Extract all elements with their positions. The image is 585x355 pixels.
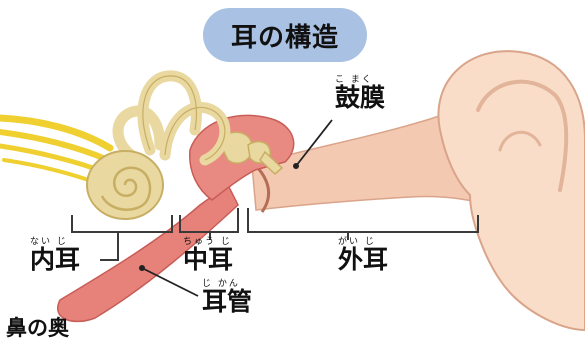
eustachian-tube-dot [139,265,145,271]
middle-ear-label: ちゅう じ 中耳 [183,238,233,272]
eustachian-tube-label: じ かん 耳管 [202,280,252,314]
cochlea-icon [87,151,163,219]
eardrum-label: こ まく 鼓膜 [335,76,385,110]
inner-ear-text: 内耳 [30,247,80,272]
back-of-nose-text: 鼻の奥 [6,318,69,339]
outer-ear-label: がい じ 外耳 [338,238,388,272]
eardrum-text: 鼓膜 [335,85,385,110]
title-badge: 耳の構造 [203,8,367,62]
inner-ear-label: ない じ 内耳 [30,238,80,272]
eustachian-tube-text: 耳管 [202,289,252,314]
back-of-nose-label: 鼻の奥 [6,318,69,339]
middle-ear-text: 中耳 [183,247,233,272]
outer-ear-text: 外耳 [338,247,388,272]
eardrum-dot [293,163,299,169]
page-title: 耳の構造 [231,17,339,54]
